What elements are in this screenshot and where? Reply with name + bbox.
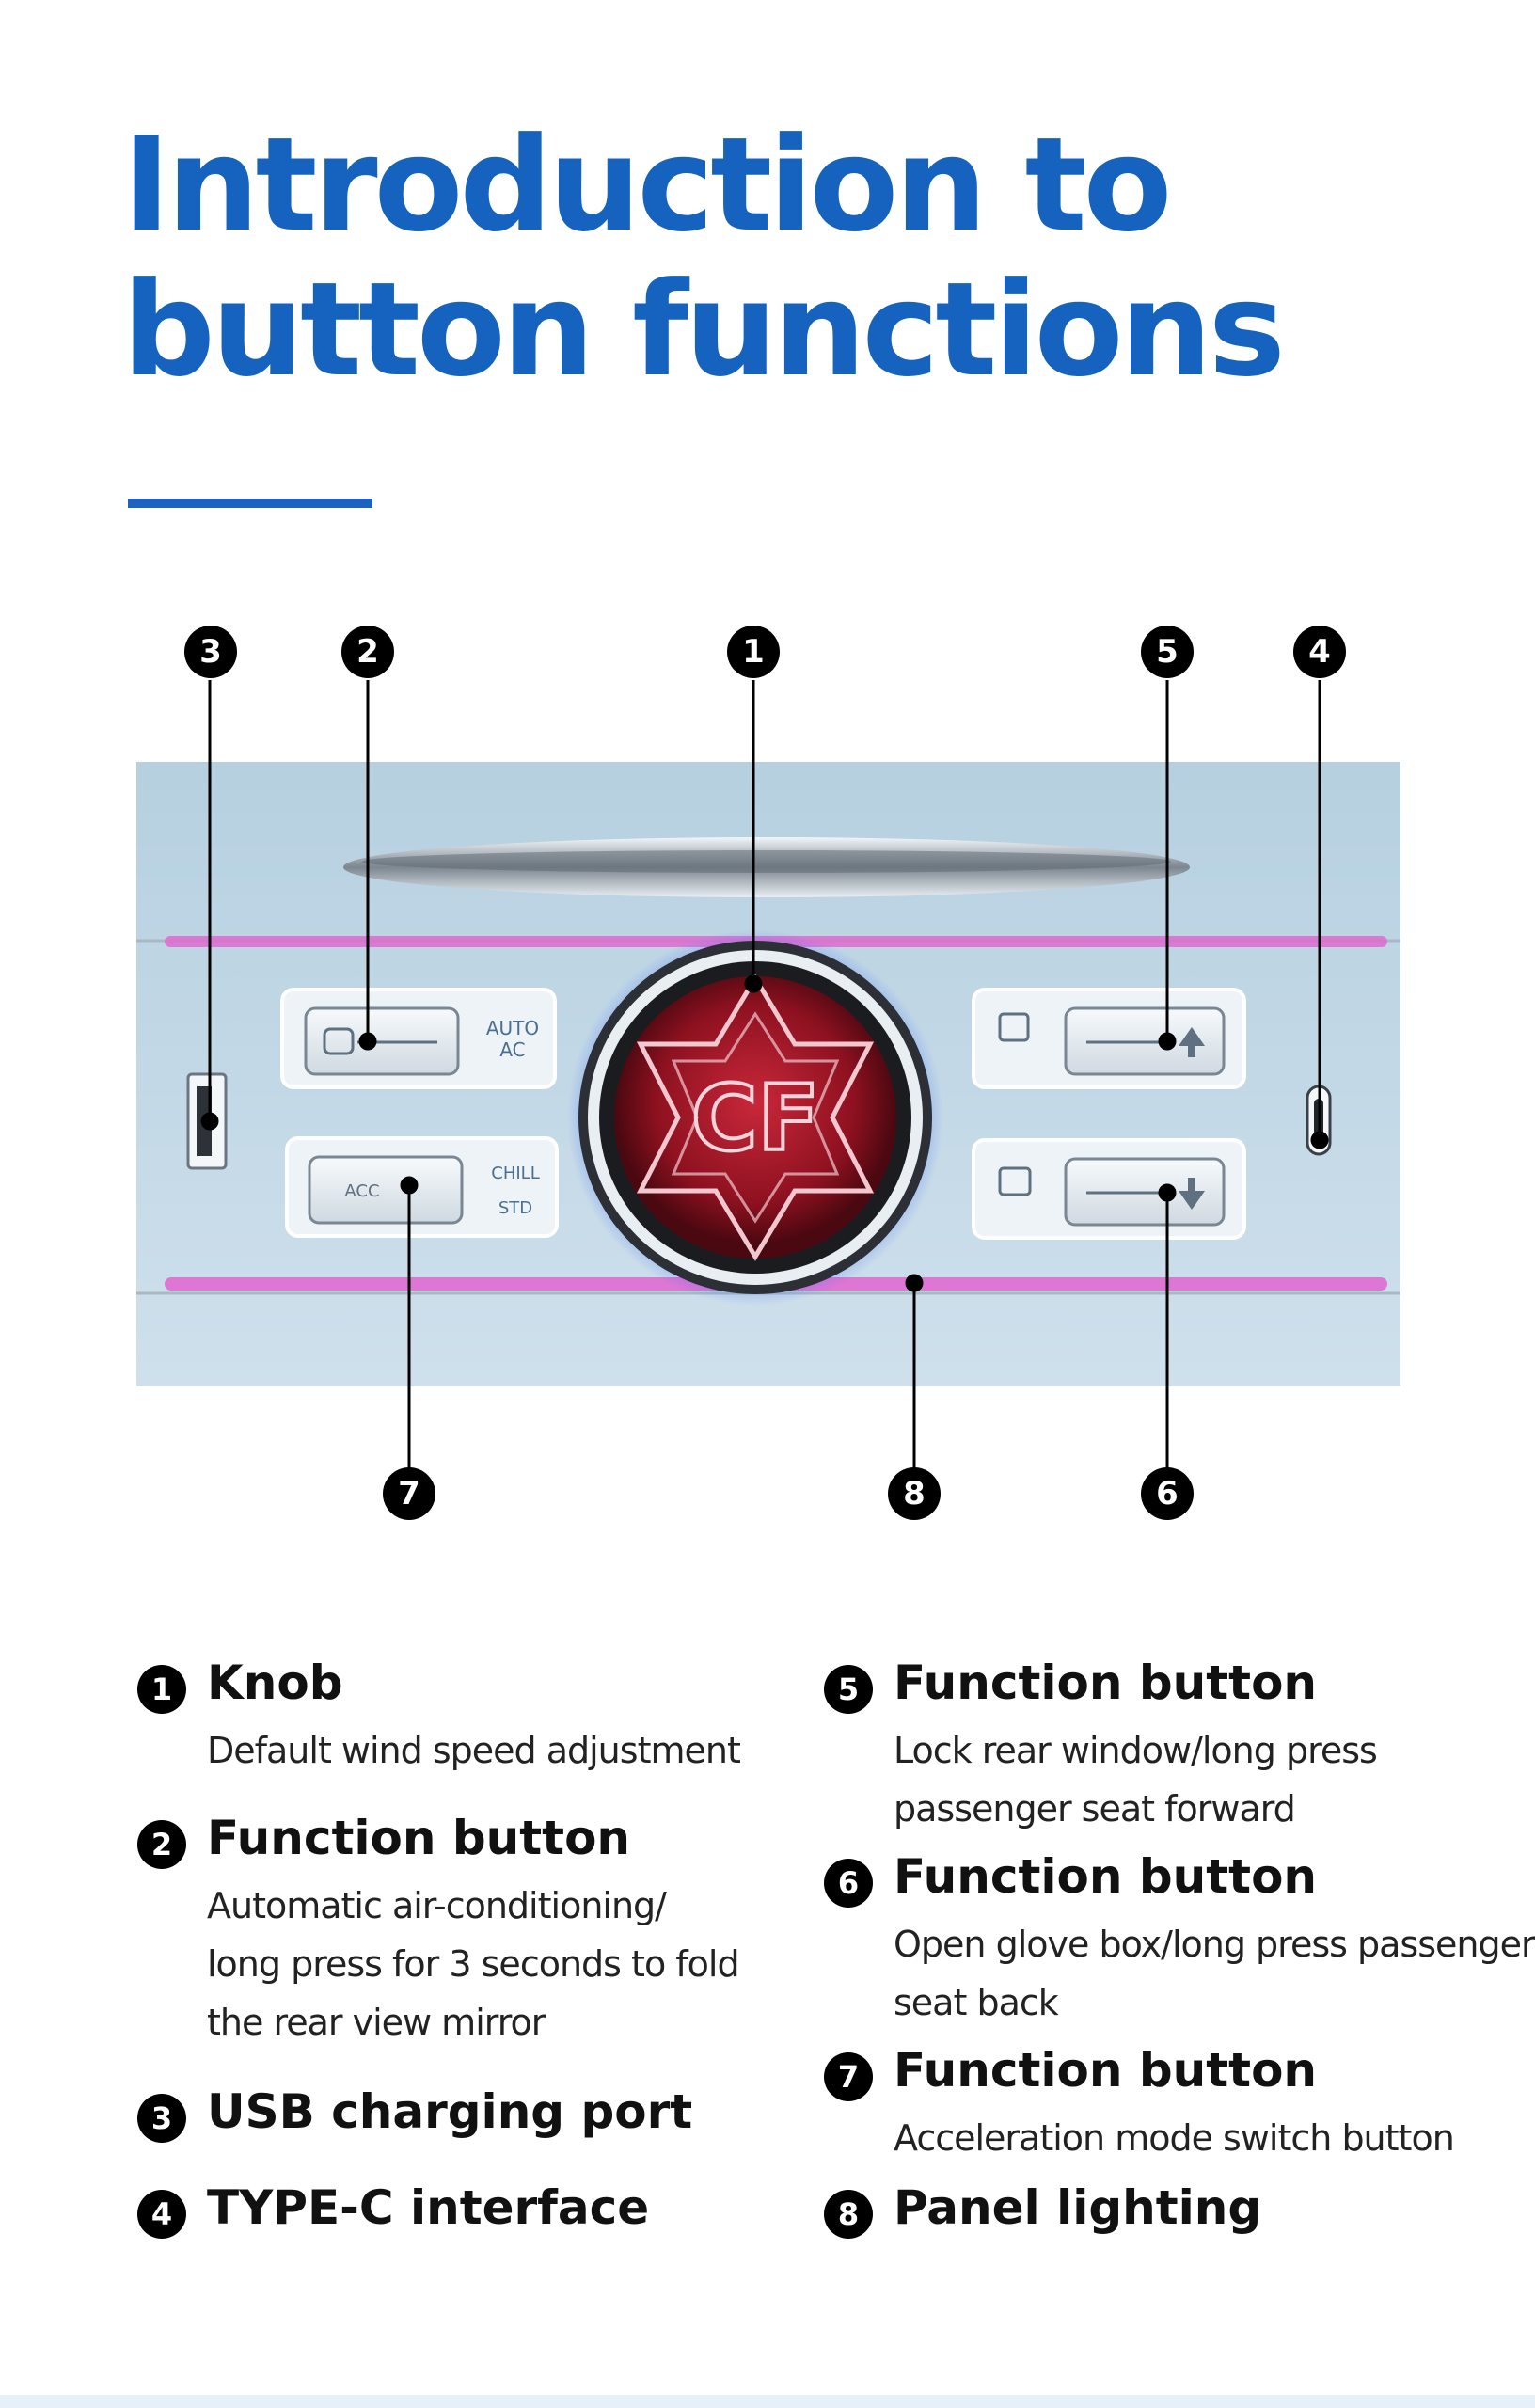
legend-description-line: long press for 3 seconds to fold <box>207 1943 740 1985</box>
legend-number: 3 <box>137 2094 186 2143</box>
page-title-line1: Introduction to <box>122 109 1172 261</box>
ac-label: AC <box>499 1038 525 1061</box>
legend-description-line: Automatic air-conditioning/ <box>207 1885 667 1926</box>
console-panel-image: CF AUTO AC ACC CHILL STD <box>136 762 1400 1386</box>
auto-label: AUTO <box>486 1017 539 1039</box>
legend-description: Lock rear window/long press passenger se… <box>894 1721 1535 1838</box>
legend-description-line: passenger seat forward <box>894 1788 1296 1830</box>
legend-description-line: the rear view mirror <box>207 2002 546 2043</box>
legend-title: Knob <box>207 1656 343 1710</box>
legend-description: Default wind speed adjustment <box>207 1721 865 1780</box>
callout-badge-7: 7 <box>383 1467 435 1520</box>
bottom-divider <box>0 2395 1535 2408</box>
page-title: Introduction to button functions <box>122 113 1439 403</box>
knob-logo: CF <box>691 1066 819 1171</box>
legend-title: Panel lighting <box>894 2180 1262 2235</box>
legend-number: 1 <box>137 1665 186 1714</box>
legend-description: Automatic air-conditioning/ long press f… <box>207 1877 865 2052</box>
legend-description-line: Open glove box/long press passenger <box>894 1924 1535 1965</box>
acc-label: ACC <box>344 1181 379 1201</box>
legend-number: 6 <box>824 1859 873 1908</box>
page-title-line2: button functions <box>122 254 1286 405</box>
legend-title: Function button <box>207 1811 631 1865</box>
callout-badge-1: 1 <box>727 626 780 678</box>
legend-title: Function button <box>894 1849 1318 1904</box>
title-underline <box>128 499 372 508</box>
legend-number: 8 <box>824 2190 873 2239</box>
legend-description-line: Lock rear window/long press <box>894 1730 1378 1771</box>
callout-badge-5: 5 <box>1141 626 1194 678</box>
chill-label: CHILL <box>491 1164 539 1183</box>
callout-badge-8: 8 <box>888 1467 941 1520</box>
legend-description: Open glove box/long press passenger seat… <box>894 1915 1535 2032</box>
legend-title: Function button <box>894 1656 1318 1710</box>
callout-badge-2: 2 <box>341 626 394 678</box>
legend-number: 5 <box>824 1665 873 1714</box>
callout-badge-4: 4 <box>1293 626 1346 678</box>
legend-title: TYPE-C interface <box>207 2180 650 2235</box>
legend-title: USB charging port <box>207 2084 693 2139</box>
legend-title: Function button <box>894 2043 1318 2098</box>
callout-badge-3: 3 <box>184 626 237 678</box>
legend-description-line: seat back <box>894 1982 1059 2023</box>
legend-number: 7 <box>824 2052 873 2101</box>
legend-number: 2 <box>137 1820 186 1869</box>
legend-description: Acceleration mode switch button <box>894 2109 1535 2167</box>
legend-number: 4 <box>137 2190 186 2239</box>
std-label: STD <box>498 1198 532 1218</box>
legend-description-line: Acceleration mode switch button <box>894 2117 1455 2159</box>
legend-description-line: Default wind speed adjustment <box>207 1730 741 1771</box>
callout-badge-6: 6 <box>1141 1467 1194 1520</box>
